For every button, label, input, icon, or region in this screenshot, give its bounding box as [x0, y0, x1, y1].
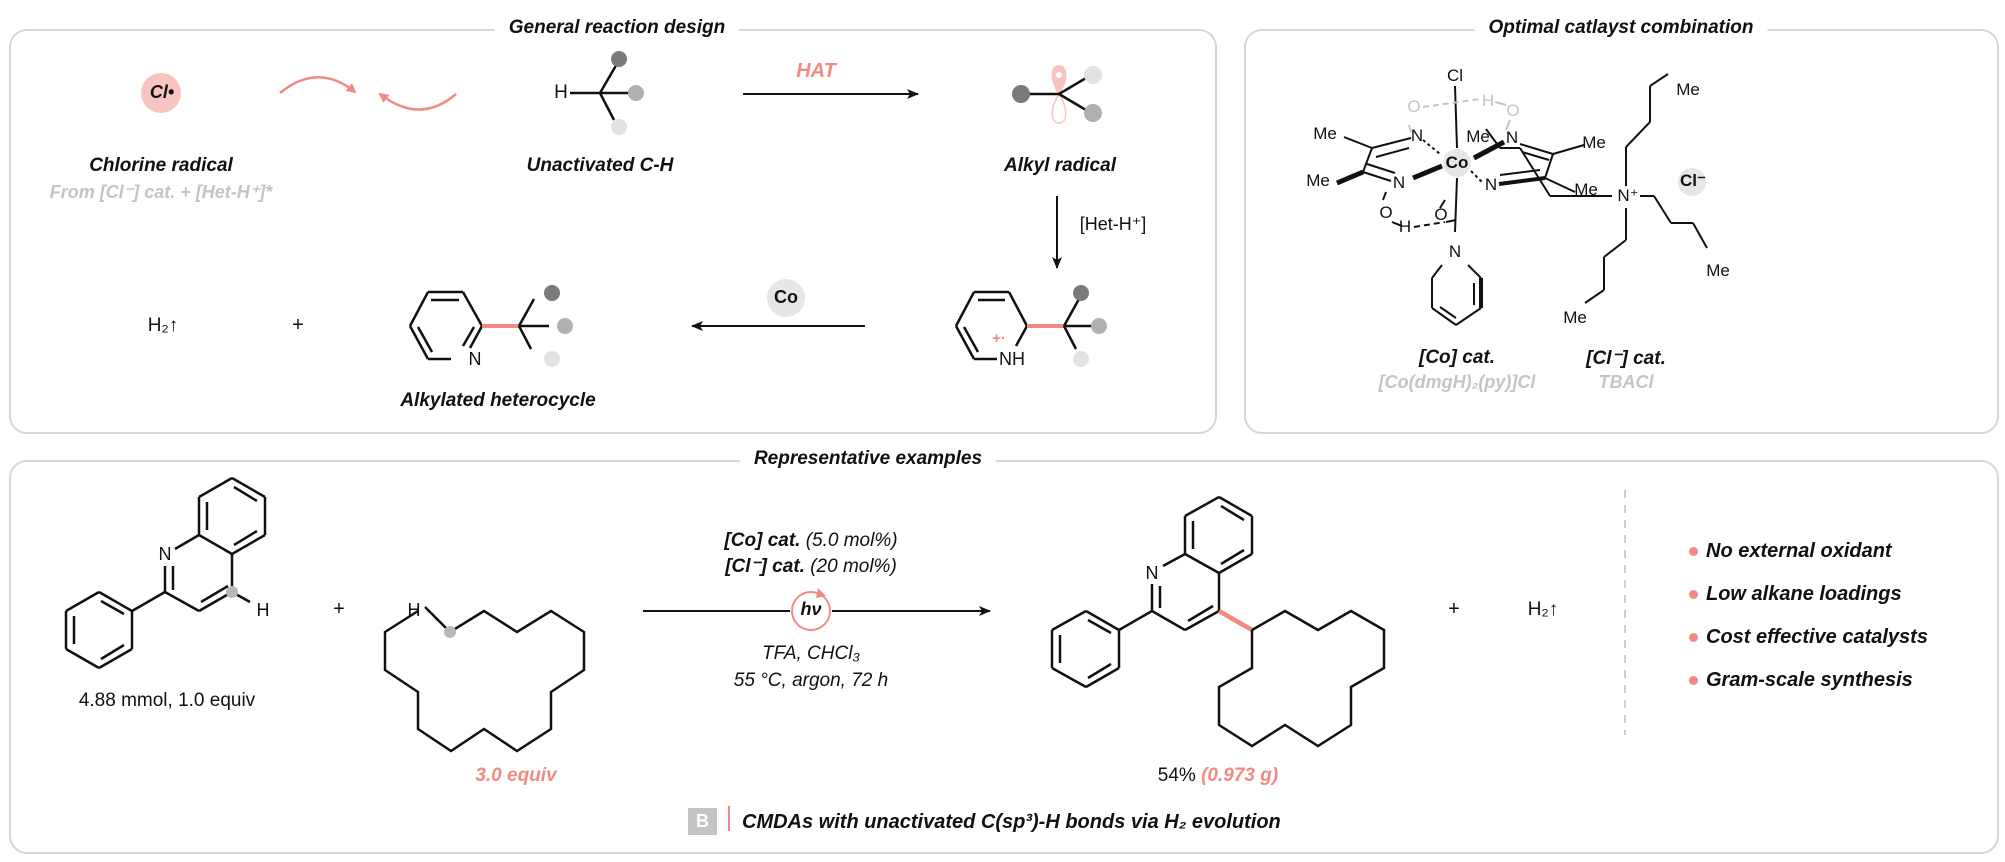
co-catalyst-label: Co [774, 287, 798, 307]
substrate-h: H [256, 600, 270, 620]
co-cl-atom: Cl [1446, 66, 1464, 85]
tba-me-4: Me [1563, 308, 1587, 327]
co-cat-name: [Co] cat. [1419, 347, 1495, 368]
curved-arrow-right-icon [279, 76, 357, 94]
alkyl-radical-structure [1012, 65, 1102, 124]
alkane-equiv: 3.0 equiv [475, 765, 557, 786]
tba-chloride: Cl⁻ [1680, 171, 1706, 190]
cl-cat-formula: TBACl [1598, 372, 1654, 392]
product-yield: 54% (0.973 g) [1158, 765, 1278, 787]
yield-percent: 54% [1157, 765, 1196, 786]
co-n-py: N [1448, 242, 1462, 261]
phenylquinoline-structure [64, 476, 267, 670]
unactivated-ch-label: Unactivated C-H [526, 155, 674, 176]
het-h-label: [Het-H⁺] [1079, 214, 1147, 234]
light-icon [791, 591, 831, 631]
curved-arrow-left-icon [378, 92, 457, 111]
co-bubble [767, 279, 805, 317]
co-cat-ref: [Co] cat. [724, 530, 801, 551]
examples-title: Representative examples [739, 448, 997, 470]
panel-letter-badge: B [688, 808, 717, 835]
feature-item: Cost effective catalysts [1689, 626, 1928, 649]
cl-cat-ref: [Cl⁻] cat. [725, 556, 805, 577]
alkyl-radical-label: Alkyl radical [1004, 155, 1116, 176]
caption-accent-bar [728, 806, 730, 831]
co-h-1: H [1398, 217, 1412, 236]
radical-cation-mark: +· [992, 330, 1006, 347]
tba-me-2: Me [1466, 127, 1490, 146]
co-o-grey-1: O [1407, 97, 1421, 116]
pyridine-n: N [468, 349, 482, 369]
h2-evolution-top: H₂↑ [147, 315, 179, 336]
plus-sign-2: + [1448, 598, 1460, 620]
co-n-3: N [1505, 128, 1519, 147]
bullet-dot-icon [1689, 590, 1698, 599]
chlorine-radical-label: Chlorine radical [89, 155, 233, 176]
light-label: hν [800, 599, 822, 619]
substrate-n: N [158, 544, 172, 564]
product-structure [1050, 495, 1386, 748]
co-me-2: Me [1306, 171, 1330, 190]
co-cat-formula: [Co(dmgH)₂(py)]Cl [1378, 372, 1536, 392]
yield-mass: (0.973 g) [1201, 765, 1279, 786]
co-me-4: Me [1574, 180, 1598, 199]
co-me-1: Me [1313, 124, 1337, 143]
co-n-4: N [1484, 175, 1498, 194]
product-n: N [1145, 563, 1159, 583]
conditions-line-4: 55 °C, argon, 72 h [733, 670, 889, 691]
conditions-line-2: [Cl⁻] cat. (20 mol%) [725, 555, 897, 578]
feature-item: Low alkane loadings [1689, 583, 1902, 606]
co-o-1: O [1379, 203, 1393, 222]
alkylated-pyridine-structure [408, 290, 549, 361]
co-center-atom: Co [1445, 153, 1469, 172]
tba-me-1: Me [1676, 80, 1700, 99]
chlorine-radical-bubble [141, 73, 181, 113]
general-reaction-title: General reaction design [494, 17, 740, 39]
co-h-grey: H [1481, 91, 1495, 110]
feature-item: Gram-scale synthesis [1689, 669, 1913, 692]
unactivated-ch-structure [570, 61, 632, 121]
feature-item: No external oxidant [1689, 540, 1892, 563]
chlorine-radical-glyph: Cl• [149, 82, 175, 102]
caption-text: CMDAs with unactivated C(sp³)-H bonds vi… [742, 811, 1281, 833]
bullet-dot-icon [1689, 547, 1698, 556]
co-o-grey-2: O [1506, 101, 1520, 120]
chlorine-radical-source: From [Cl⁻] cat. + [Het-H⁺]* [49, 182, 273, 202]
tba-n-plus: N⁺ [1617, 186, 1639, 205]
substrate-amount: 4.88 mmol, 1.0 equiv [78, 690, 256, 711]
co-me-3: Me [1582, 133, 1606, 152]
cyclododecane-structure [383, 606, 586, 753]
pyridinium-radical-structure [954, 290, 1094, 361]
alkylated-heterocycle-label: Alkylated heterocycle [400, 390, 596, 411]
plus-sign-top: + [292, 314, 304, 336]
tbacl-structure [1485, 73, 1708, 304]
cl-loading: (20 mol%) [804, 556, 897, 577]
co-o-2: O [1434, 205, 1448, 224]
co-loading: (5.0 mol%) [800, 530, 898, 551]
co-n-2: N [1392, 173, 1406, 192]
bullet-dot-icon [1689, 676, 1698, 685]
plus-sign-1: + [333, 598, 345, 620]
tba-me-3: Me [1706, 261, 1730, 280]
h2-evolution-bottom: H₂↑ [1527, 599, 1559, 620]
conditions-line-3: TFA, CHCl₃ [762, 643, 860, 664]
pyridinium-nh: NH [999, 349, 1025, 369]
co-n-1: N [1410, 126, 1424, 145]
hat-label: HAT [796, 60, 836, 82]
ch-hydrogen-atom: H [554, 82, 568, 103]
examples-panel [9, 460, 1999, 854]
chloride-anion-bubble [1678, 168, 1706, 196]
cl-cat-name: [Cl⁻] cat. [1586, 348, 1666, 369]
conditions-line-1: [Co] cat. (5.0 mol%) [724, 530, 897, 552]
catalyst-title: Optimal catlayst combination [1474, 17, 1768, 39]
bullet-dot-icon [1689, 633, 1698, 642]
cobaloxime-structure [1336, 85, 1585, 326]
alkane-h: H [407, 600, 421, 620]
